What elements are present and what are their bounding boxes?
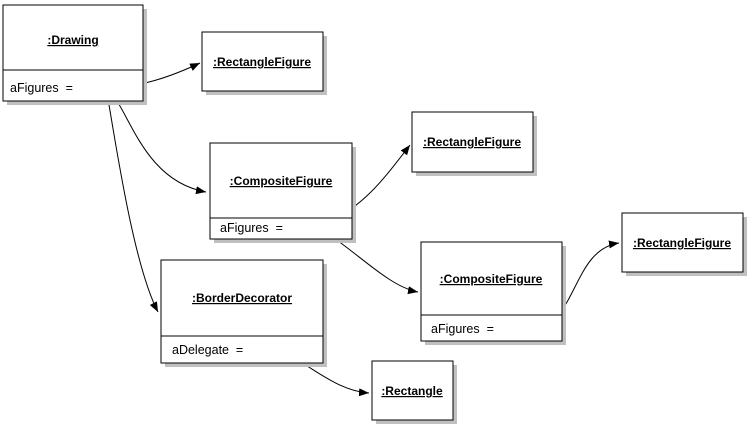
object-title: :RectangleFigure <box>633 236 731 250</box>
node-box <box>371 360 454 421</box>
object-node-rectangle-figure-1: :RectangleFigure <box>201 31 327 95</box>
attribute-label: aDelegate = <box>172 343 243 357</box>
node-box <box>621 212 744 273</box>
object-node-composite-figure-2: :CompositeFigure aFigures = <box>420 241 566 345</box>
attribute-label: aFigures = <box>431 322 494 336</box>
attribute-label: aFigures = <box>10 81 73 95</box>
node-box <box>160 259 324 364</box>
edge-drawing-afigures-to-border-decorator <box>88 87 159 313</box>
object-node-border-decorator: :BorderDecorator aDelegate = <box>160 259 327 367</box>
object-node-composite-figure-1: :CompositeFigure aFigures = <box>209 142 356 243</box>
node-box <box>420 241 563 342</box>
object-node-rectangle-figure-3: :RectangleFigure <box>621 212 747 276</box>
object-title: :RectangleFigure <box>423 135 521 149</box>
object-title: :Rectangle <box>381 384 443 398</box>
node-box <box>209 142 353 240</box>
object-node-rectangle: :Rectangle <box>371 360 457 424</box>
attribute-label: aFigures = <box>220 221 283 235</box>
object-title: :BorderDecorator <box>192 291 292 305</box>
node-box <box>201 31 324 92</box>
object-node-drawing: :Drawing aFigures = <box>2 4 147 105</box>
object-title: :CompositeFigure <box>440 272 543 286</box>
object-title: :CompositeFigure <box>230 174 333 188</box>
node-box <box>2 4 144 102</box>
object-node-rectangle-figure-2: :RectangleFigure <box>411 111 537 176</box>
object-title: :RectangleFigure <box>213 55 311 69</box>
object-title: :Drawing <box>47 33 98 47</box>
node-box <box>411 111 534 173</box>
